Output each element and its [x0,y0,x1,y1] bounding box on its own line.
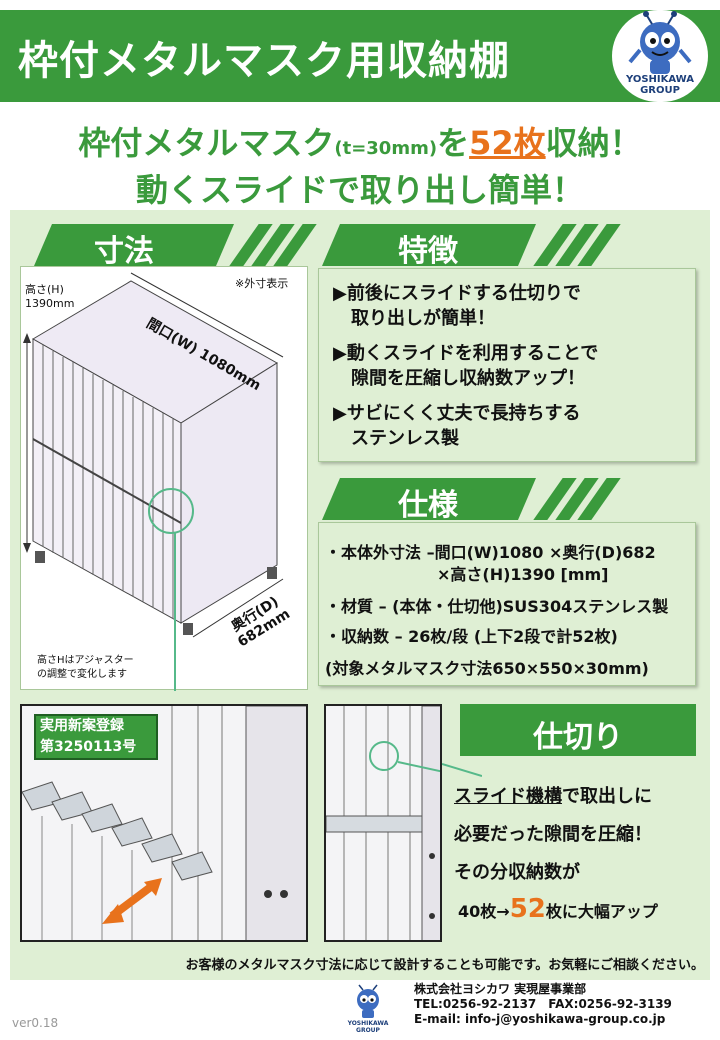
dimensions-heading-label: 寸法 [94,234,154,269]
badge-line2: 第3250113号 [40,739,137,755]
features-heading-label: 特徴 [398,234,458,269]
footer-mascot-icon [357,984,379,1018]
specs-heading-label: 仕様 [398,488,458,523]
partition-heading: 仕切り [460,704,696,756]
feature-item: ▶サビにくく丈夫で長持ちする ステンレス製 [333,401,580,451]
outer-size-note: ※外寸表示 [235,277,289,290]
mascot-icon [628,11,692,74]
partition-connector [442,763,482,777]
footer-logo-line1: YOSHIKAWA [347,1020,389,1027]
partition-line4-after: 枚に大幅アップ [545,902,658,921]
feature-1-line1: ▶前後にスライドする仕切りで [333,283,581,304]
logo-line1: YOSHIKAWA [625,74,695,85]
headline-text-a: 枠付メタルマスク [78,124,335,162]
partition-photo-side [324,704,442,942]
adjuster-note-1: 高さHはアジャスター [37,655,134,666]
company-name: 株式会社ヨシカワ 実現屋事業部 [414,982,587,996]
badge-line1: 実用新案登録 [40,718,124,734]
company-phone: TEL:0256-92-2137 FAX:0256-92-3139 [414,997,672,1011]
custom-design-note: お客様のメタルマスク寸法に応じて設計することも可能です。お気軽にご相談ください。 [185,958,704,973]
partition-line4-before: 40枚→ [458,902,510,921]
partition-line4: 40枚→52枚に大幅アップ [458,894,658,924]
headline-line2: 動くスライドで取り出し簡単！ [135,171,584,209]
height-value: 1390mm [25,297,75,310]
header-bar [0,10,720,102]
partition-line4-count: 52 [509,894,546,924]
partition-line3: その分収納数が [454,862,580,883]
company-info: 株式会社ヨシカワ 実現屋事業部 TEL:0256-92-2137 FAX:025… [414,982,672,1027]
page-title: 枠付メタルマスク用収納棚 [18,38,510,84]
headline-count: 52枚 [469,124,546,162]
feature-2-line1: ▶動くスライドを利用することで [333,343,599,364]
spec-material: ・材質 – (本体・仕切他)SUS304ステンレス製 [325,597,669,616]
partition-line1-rest: で取出しに [562,786,652,807]
feature-2-line2: 隙間を圧縮し収納数アップ！ [333,368,585,389]
headline-line1: 枠付メタルマスク(t=30mm)を52枚収納！ [0,118,720,164]
footer-logo-text: YOSHIKAWA GROUP [340,1020,396,1034]
partition-line2: 必要だった隙間を圧縮！ [454,824,652,845]
spec-target-mask: (対象メタルマスク寸法650×550×30mm) [325,659,649,678]
yoshikawa-logo: YOSHIKAWA GROUP [612,10,708,102]
spec-capacity: ・収納数 – 26枚/段 (上下2段で計52枚) [325,627,618,646]
specs-box: ・本体外寸法 –間口(W)1080 ×奥行(D)682 ×高さ(H)1390 [… [318,522,696,686]
headline-text-d: 収納！ [545,124,642,162]
partition-photo-closeup [20,704,308,942]
cabinet-illustration [23,272,284,691]
partition-heading-label: 仕切り [533,720,623,755]
version-label: ver0.18 [12,1016,59,1030]
logo-line2: GROUP [640,85,680,96]
utility-model-badge: 実用新案登録 第3250113号 [34,714,158,760]
feature-3-line1: ▶サビにくく丈夫で長持ちする [333,403,581,424]
spec-dimensions: ・本体外寸法 –間口(W)1080 ×奥行(D)682 [325,543,656,562]
partition-side-illustration [326,706,440,940]
feature-3-line2: ステンレス製 [333,428,459,449]
headline-thickness: (t=30mm) [334,138,438,159]
specs-heading: 仕様 [322,478,692,523]
header: 枠付メタルマスク用収納棚 YOSHIKAWA GROUP [0,0,720,104]
feature-item: ▶動くスライドを利用することで 隙間を圧縮し収納数アップ！ [333,341,598,391]
spec-dimensions-cont: ×高さ(H)1390 [mm] [325,565,609,584]
adjuster-note-2: の調整で変化します [37,669,127,680]
headline-text-c: を [437,124,470,162]
height-label: 高さ(H) [25,283,64,296]
company-email: E-mail: info-j@yoshikawa-group.co.jp [414,1012,666,1026]
partition-line1-underlined: スライド機構 [454,786,562,807]
footer-logo-line2: GROUP [356,1027,380,1034]
dimensions-diagram: 高さ(H) 1390mm ※外寸表示 間口(W) 1080mm 奥行(D) 68… [20,266,308,691]
features-box: ▶前後にスライドする仕切りで 取り出しが簡単！ ▶動くスライドを利用することで … [318,268,696,462]
feature-item: ▶前後にスライドする仕切りで 取り出しが簡単！ [333,281,581,331]
features-heading: 特徴 [322,224,692,269]
partition-line1: スライド機構で取出しに [454,782,652,808]
dimensions-heading: 寸法 [34,224,317,269]
feature-1-line2: 取り出しが簡単！ [333,308,495,329]
